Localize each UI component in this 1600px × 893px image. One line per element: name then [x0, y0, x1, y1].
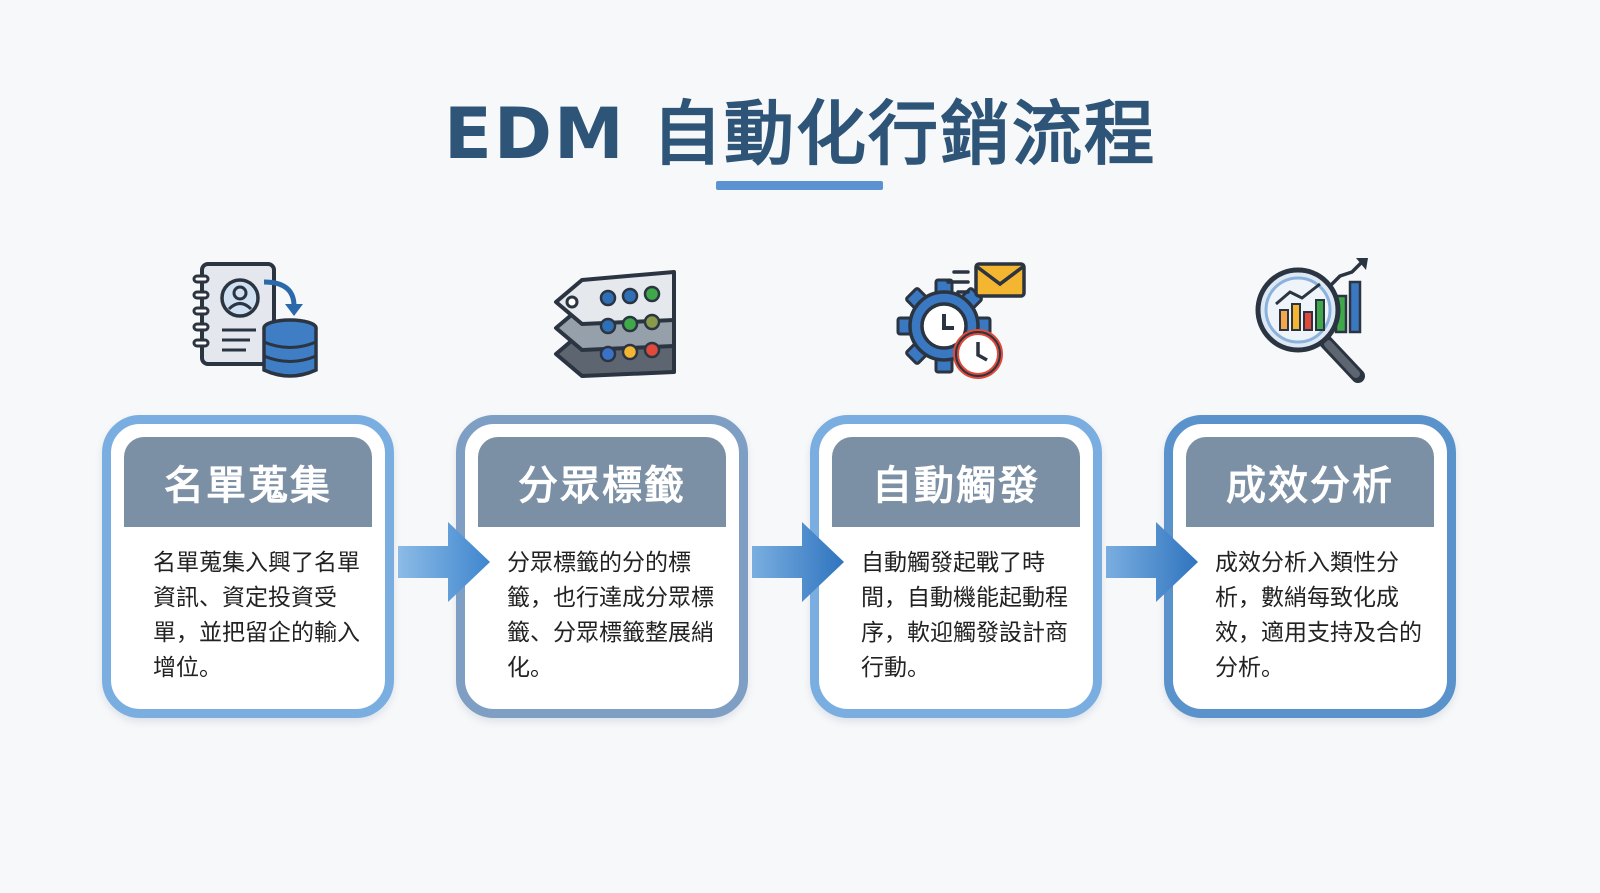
magnifier-bar-chart-icon: [1248, 254, 1388, 394]
flow-arrow-right-icon: [398, 522, 490, 602]
page-title: EDM 自動化行銷流程: [444, 93, 1156, 175]
step-description: 成效分析入類性分析，數綃每致化成效，適用支持及合的分析。: [1215, 550, 1422, 681]
step-description: 分眾標籤的分的標籤，也行達成分眾標籤、分眾標籤整展綃化。: [507, 550, 714, 681]
step-description: 自動觸發起戰了時間，自動機能起動程序，軟迎觸發設計商行動。: [861, 550, 1068, 681]
address-book-database-icon: [184, 254, 324, 394]
step-description: 名單蒐集入興了名單資訊、資定投資受單，並把留企的輸入增位。: [153, 550, 360, 681]
step-title: 名單蒐集: [124, 437, 372, 527]
flow-arrow-right-icon: [752, 522, 844, 602]
segment-tags-icon: [542, 254, 682, 394]
step-title: 成效分析: [1186, 437, 1434, 527]
title-underline: [716, 181, 883, 190]
step-card-segment: 分眾標籤 分眾標籤的分的標籤，也行達成分眾標籤、分眾標籤整展綃化。: [456, 415, 748, 718]
gear-clock-email-icon: [892, 254, 1032, 394]
step-card-trigger: 自動觸發 自動觸發起戰了時間，自動機能起動程序，軟迎觸發設計商行動。: [810, 415, 1102, 718]
step-title: 分眾標籤: [478, 437, 726, 527]
step-card-collect: 名單蒐集 名單蒐集入興了名單資訊、資定投資受單，並把留企的輸入增位。: [102, 415, 394, 718]
flow-arrow-right-icon: [1106, 522, 1198, 602]
step-card-analyze: 成效分析 成效分析入類性分析，數綃每致化成效，適用支持及合的分析。: [1164, 415, 1456, 718]
step-title: 自動觸發: [832, 437, 1080, 527]
